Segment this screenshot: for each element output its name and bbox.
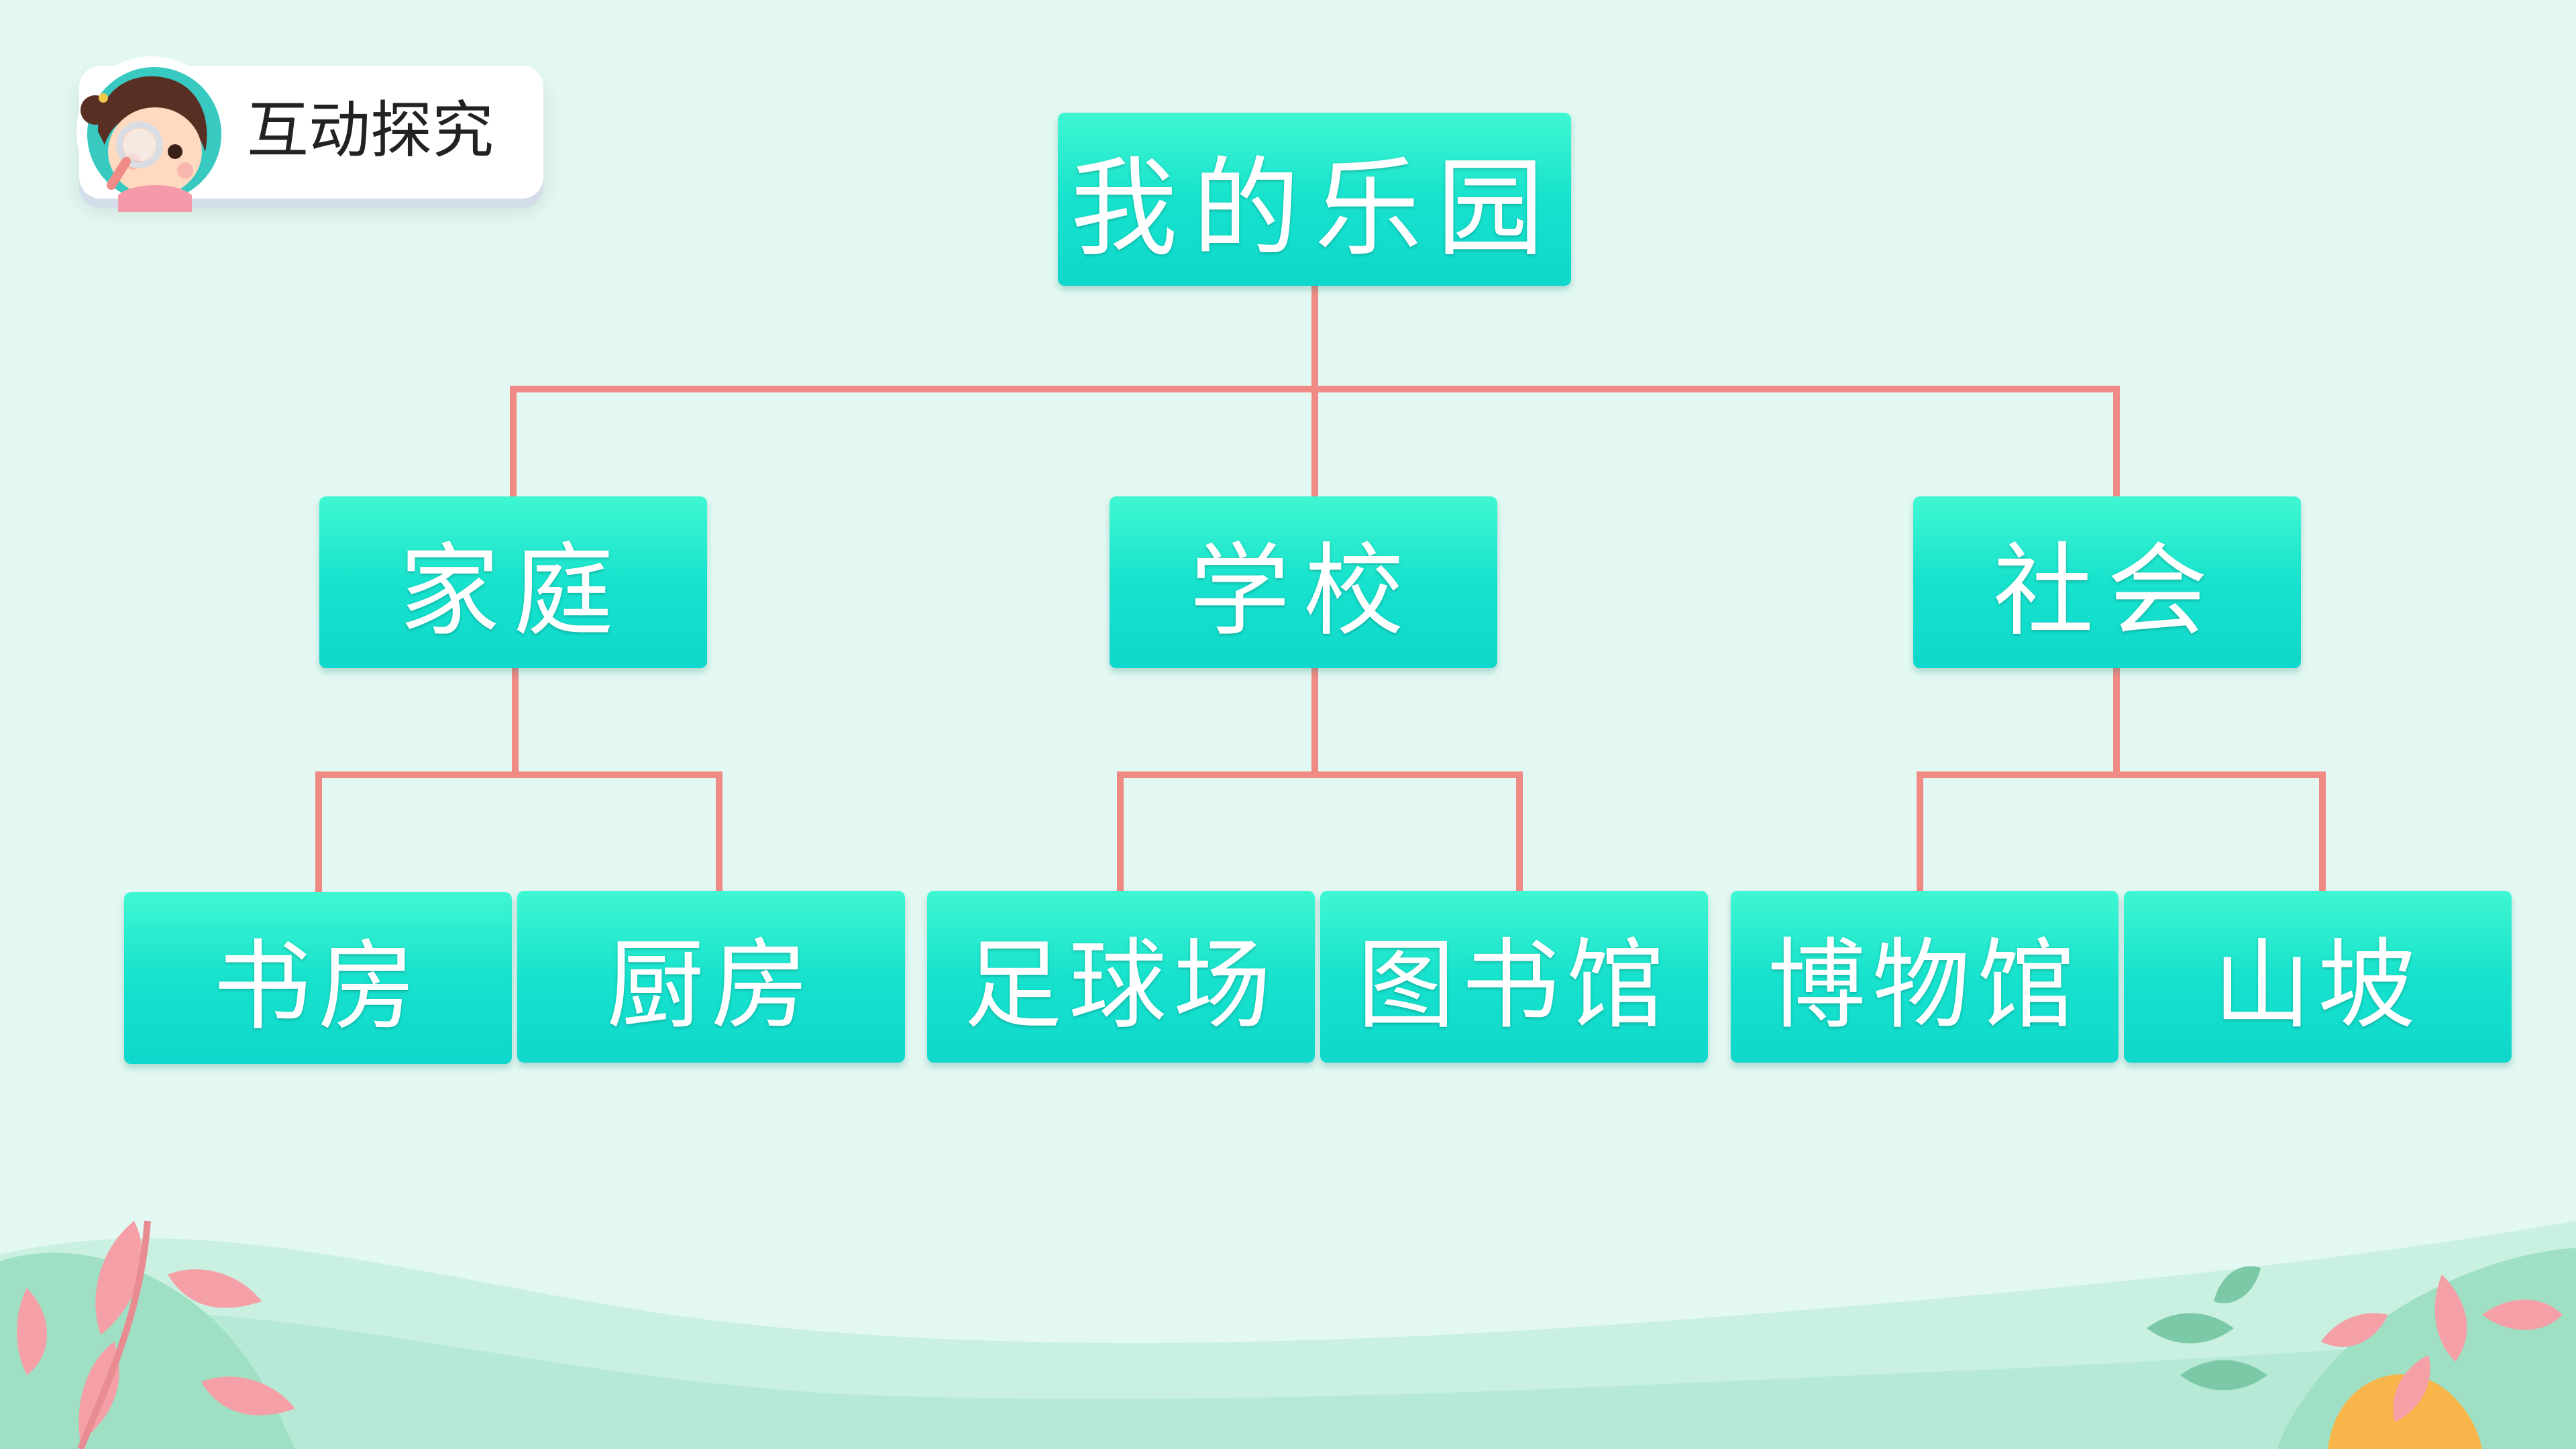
node-leaf-kitchen: 厨房 <box>517 891 905 1063</box>
section-badge: 互动探究 <box>76 56 543 212</box>
node-category-society: 社会 <box>1913 496 2301 668</box>
wave-front <box>0 1309 2576 1449</box>
pink-leaves-left <box>17 1221 295 1442</box>
node-leaf-study: 书房 <box>124 892 512 1064</box>
node-root: 我的乐园 <box>1058 113 1571 286</box>
node-leaf-football-field: 足球场 <box>927 891 1315 1063</box>
green-leaves-right <box>2147 1266 2267 1391</box>
node-category-school: 学校 <box>1110 496 1497 668</box>
node-leaf-museum: 博物馆 <box>1731 891 2118 1063</box>
node-leaf-library: 图书馆 <box>1320 891 1708 1063</box>
leaf-stem-left <box>77 1220 151 1449</box>
pink-leaves-right <box>2321 1275 2563 1422</box>
node-category-home: 家庭 <box>319 496 707 668</box>
node-leaf-hillside: 山坡 <box>2124 891 2512 1063</box>
girl-with-magnifier-icon <box>76 56 227 212</box>
badge-label: 互动探究 <box>247 95 494 166</box>
